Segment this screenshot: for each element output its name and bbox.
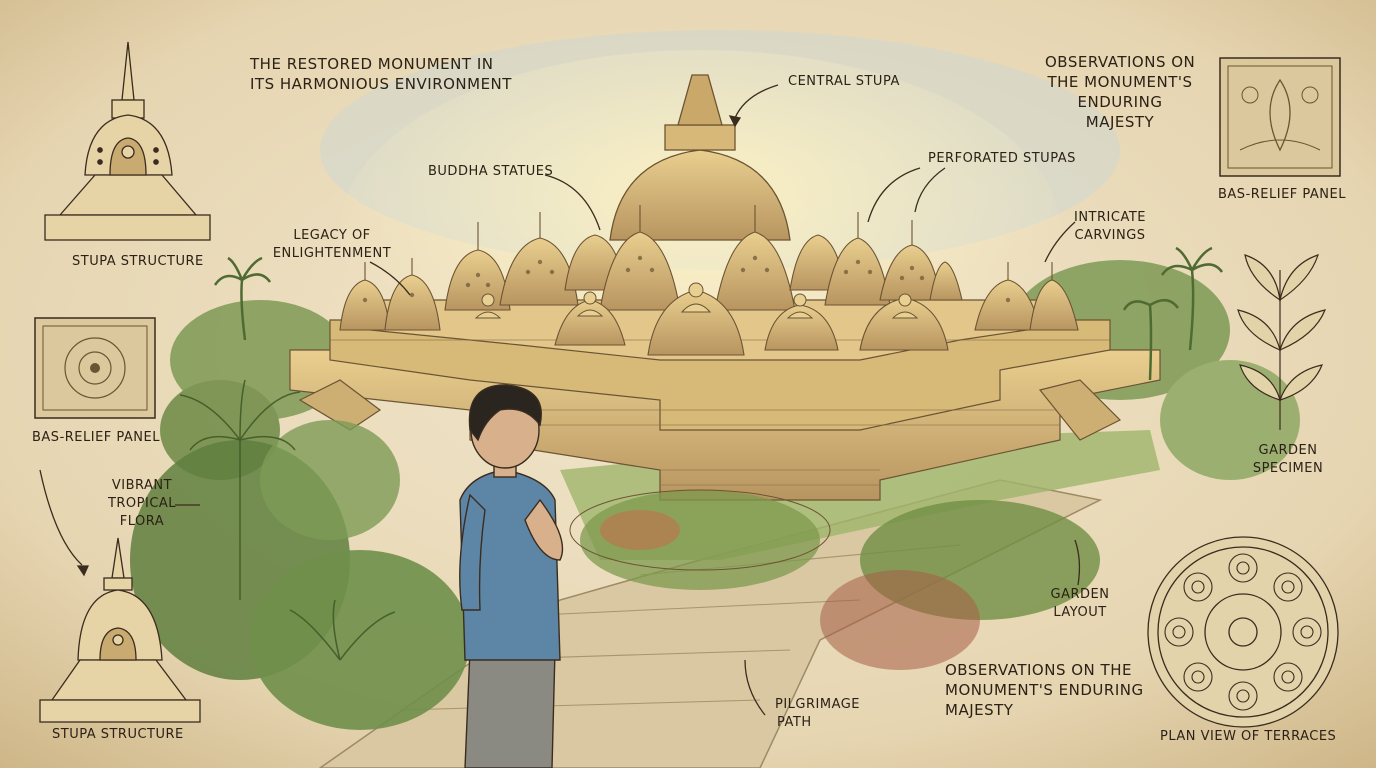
obs-top-line-1: OBSERVATIONS ON (1045, 53, 1196, 71)
central-stupa (609, 74, 791, 241)
garden-layout-label: GARDEN LAYOUT (1042, 586, 1118, 622)
garden-specimen-plant (1237, 254, 1326, 430)
buddha-statues-label: BUDDHA STATUES (428, 164, 554, 179)
obs-top-line-2: THE MONUMENT'S (1047, 73, 1193, 91)
palm-trees (213, 246, 1224, 381)
intricate-carvings-label: INTRICATE CARVINGS (1070, 209, 1150, 245)
flora-line-1: VIBRANT (111, 478, 173, 493)
stupa-perforations (362, 255, 1011, 303)
perforated-stupas (339, 205, 1079, 356)
garden-specimen-line-1: GARDEN (1258, 443, 1318, 458)
visitor-figure (459, 384, 564, 768)
garden-layout-line-1: GARDEN (1050, 587, 1110, 602)
stupa-sketch-bottom (39, 537, 201, 723)
garden-specimen-label: GARDEN SPECIMEN (1248, 442, 1328, 478)
garden-bed (569, 489, 831, 571)
garden-layout-line-2: LAYOUT (1053, 605, 1107, 620)
plan-view-label: PLAN VIEW OF TERRACES (1160, 729, 1337, 744)
flora-line-2: TROPICAL (107, 496, 177, 511)
observations-bottom-label: OBSERVATIONS ON THE MONUMENT'S ENDURING … (945, 660, 1144, 720)
obs-bottom-line-2: MONUMENT'S ENDURING (945, 681, 1144, 699)
annotation-arrows (39, 84, 1081, 716)
legacy-label: LEGACY OF ENLIGHTENMENT (270, 227, 394, 263)
legacy-line-1: LEGACY OF (293, 228, 371, 243)
tropical-flora-label: VIBRANT TROPICAL FLORA (105, 477, 179, 531)
foreground-flora (130, 379, 1100, 730)
pilgrimage-line-1: PILGRIMAGE (775, 697, 861, 712)
title-label: THE RESTORED MONUMENT IN ITS HARMONIOUS … (250, 54, 512, 94)
obs-bottom-line-3: MAJESTY (945, 701, 1014, 719)
stupa-structure-bottom-label: STUPA STRUCTURE (52, 727, 184, 742)
central-stupa-label: CENTRAL STUPA (788, 74, 900, 89)
obs-bottom-line-1: OBSERVATIONS ON THE (945, 661, 1132, 679)
pilgrimage-line-2: PATH (777, 715, 812, 730)
intricate-line-2: CARVINGS (1074, 228, 1146, 243)
flora-line-3: FLORA (119, 514, 165, 529)
bas-relief-top-label: BAS-RELIEF PANEL (1218, 187, 1346, 202)
legacy-line-2: ENLIGHTENMENT (272, 246, 392, 261)
perforated-stupas-label: PERFORATED STUPAS (928, 151, 1076, 166)
plan-view-diagram (1147, 536, 1339, 728)
observations-top-label: OBSERVATIONS ON THE MONUMENT'S ENDURING … (1045, 52, 1195, 132)
bas-relief-panel-left (34, 317, 156, 419)
bas-relief-left-label: BAS-RELIEF PANEL (32, 430, 160, 445)
stupa-structure-top-label: STUPA STRUCTURE (72, 254, 204, 269)
buddha-statues (474, 282, 919, 319)
intricate-line-1: INTRICATE (1074, 210, 1146, 225)
title-line-2: ITS HARMONIOUS ENVIRONMENT (250, 75, 512, 93)
pilgrimage-path-label: PILGRIMAGE PATH (775, 696, 860, 732)
obs-top-line-4: MAJESTY (1085, 113, 1155, 131)
bas-relief-panel-right (1219, 57, 1341, 177)
obs-top-line-3: ENDURING (1077, 93, 1163, 111)
title-line-1: THE RESTORED MONUMENT IN (250, 55, 494, 73)
stupa-sketch-top (44, 41, 211, 241)
garden-specimen-line-2: SPECIMEN (1252, 461, 1324, 476)
